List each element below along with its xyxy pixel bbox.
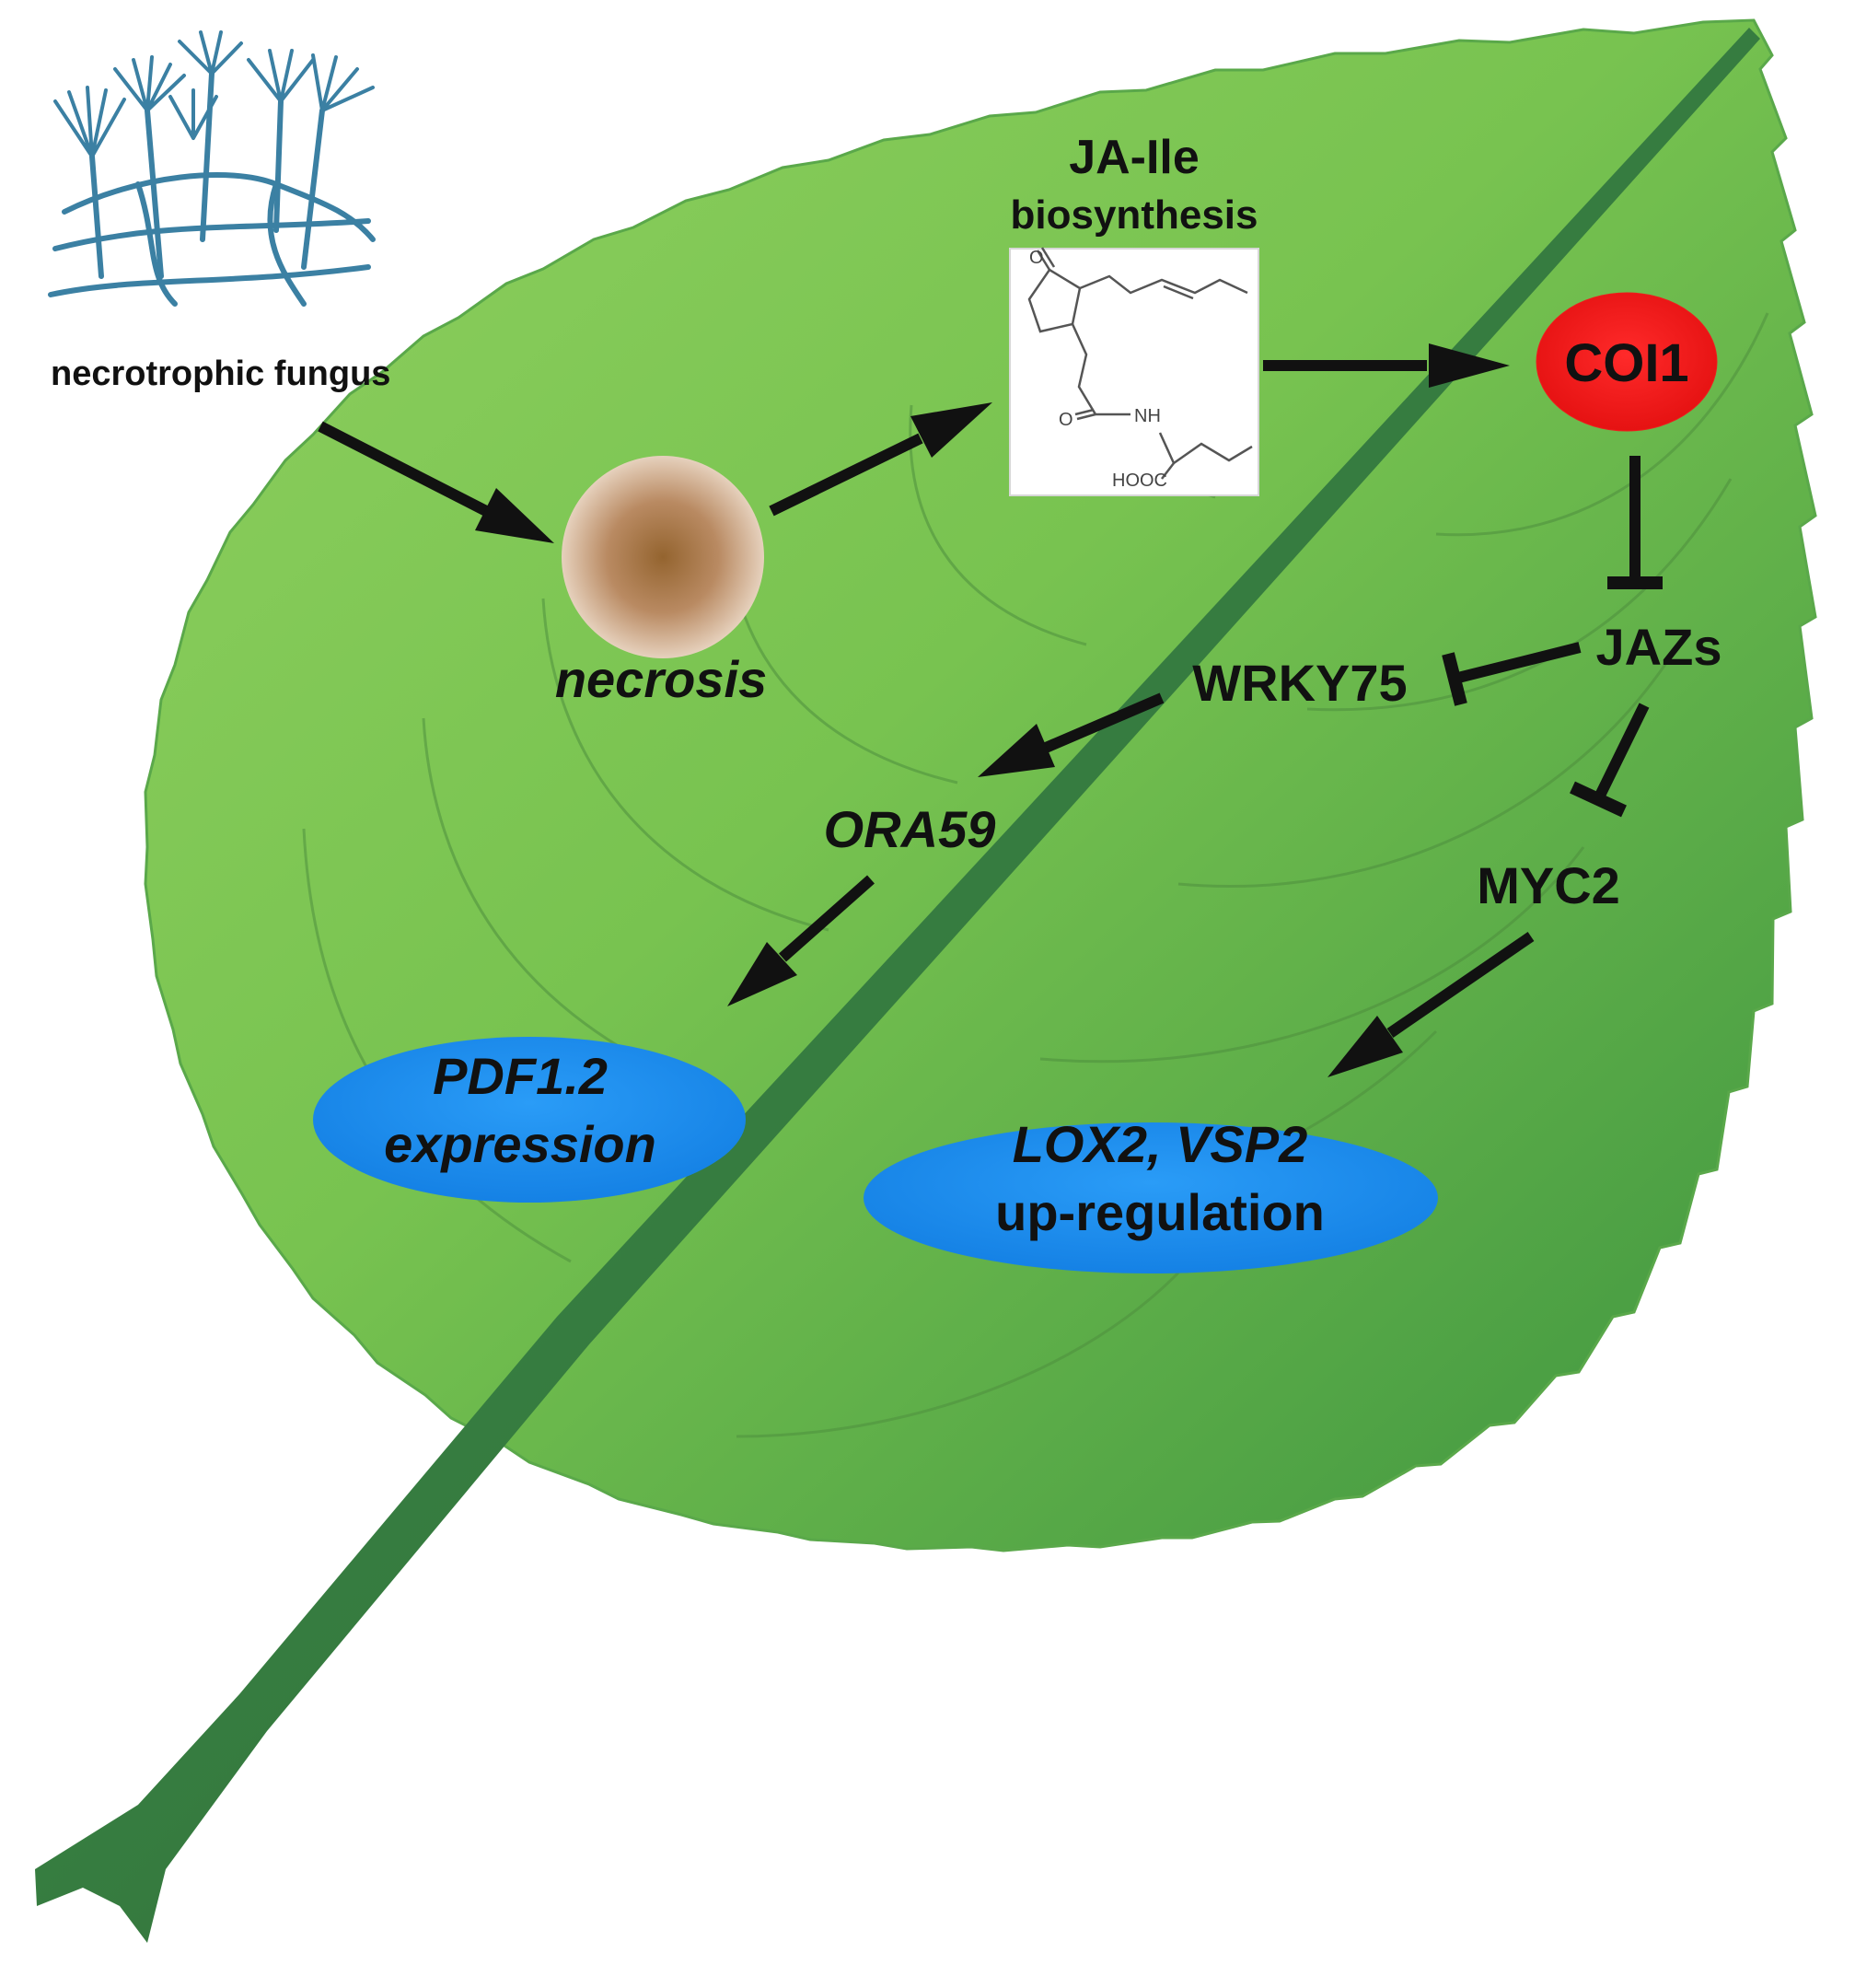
pdf12-label-line2: expression — [384, 1115, 656, 1173]
molecule-ketone-o: O — [1029, 248, 1044, 268]
coi1-label: COI1 — [1564, 333, 1688, 393]
necrosis-lesion-icon — [562, 456, 764, 658]
necrosis-label: necrosis — [555, 650, 767, 708]
molecule-amide-o: O — [1059, 410, 1073, 430]
inhibit-jazs-to-wrky75 — [1442, 642, 1582, 706]
myc2-label: MYC2 — [1477, 856, 1620, 914]
fungus-label: necrotrophic fungus — [51, 355, 390, 393]
lox2-label-line1: LOX2, VSP2 — [1013, 1115, 1308, 1173]
lox2-vsp2-node — [864, 1122, 1438, 1273]
node-labels: necrotrophic fungus JA-Ile biosynthesis … — [51, 131, 1722, 1241]
arrow-myc2-to-lox2 — [1327, 932, 1535, 1077]
ora59-label: ORA59 — [824, 800, 996, 858]
pdf12-node — [313, 1037, 746, 1203]
leaf-stem — [35, 28, 1760, 1943]
ja-ile-structure-icon: O O NH HOOC — [1009, 247, 1259, 496]
arrow-ora59-to-pdf12 — [727, 875, 875, 1006]
arrow-wrky75-to-ora59 — [978, 692, 1165, 777]
leaf-icon — [35, 18, 1817, 1943]
coi1-node — [1536, 292, 1718, 432]
arrow-ja-to-coi1 — [1263, 343, 1510, 388]
molecule-nh: NH — [1134, 406, 1161, 426]
arrow-necrosis-to-ja — [769, 402, 992, 517]
wrky75-label: WRKY75 — [1192, 654, 1407, 712]
ja-ile-title: JA-Ile — [1069, 131, 1200, 184]
inhibit-jazs-to-myc2 — [1570, 703, 1650, 818]
inhibit-coi1-to-jazs — [1607, 456, 1663, 589]
ja-ile-subtitle: biosynthesis — [1011, 192, 1258, 238]
inhibition-arrows — [1442, 456, 1663, 818]
lox2-label-line2: up-regulation — [995, 1183, 1325, 1241]
pdf12-label-line1: PDF1.2 — [433, 1047, 608, 1105]
arrow-fungus-to-necrosis — [318, 421, 554, 543]
molecule-hooc: HOOC — [1112, 471, 1167, 491]
activation-arrows — [318, 343, 1535, 1077]
jazs-label: JAZs — [1596, 618, 1722, 676]
fungus-hyphae-icon — [48, 30, 376, 307]
